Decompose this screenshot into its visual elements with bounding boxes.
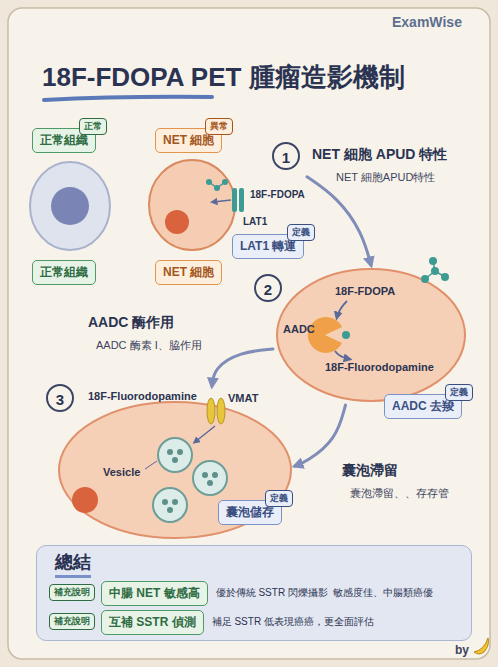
summary-note: 補足 SSTR 低表現癌癌，更全面評估 xyxy=(212,615,374,629)
step-circle: 2 xyxy=(254,274,282,302)
node-text: 總結 xyxy=(55,550,91,578)
normal-cell xyxy=(30,162,110,250)
node-text: 3 xyxy=(48,386,72,414)
node-text: 補充說明 xyxy=(54,586,90,599)
step-note: 囊泡滯留、、存存管 xyxy=(350,486,449,501)
node-text: 定義 xyxy=(270,492,288,505)
tissue-box: 正常組織正常 xyxy=(32,128,96,153)
status-tag: 異常 xyxy=(205,118,233,135)
title-underline xyxy=(44,97,212,100)
node-text: AADC xyxy=(283,323,315,335)
tissue-box: NET 細胞 xyxy=(155,260,222,285)
node-text: 定義 xyxy=(292,226,310,239)
definition-box: 囊泡儲存定義 xyxy=(218,500,282,525)
node-text: 正常組織 xyxy=(40,264,88,281)
node-text: 2 xyxy=(256,276,280,304)
node-text: Vesicle xyxy=(103,466,140,478)
flow-arrow xyxy=(295,405,346,466)
diagram-title: 18F-FDOPA PET 腫瘤造影機制 xyxy=(42,60,405,95)
node-text: 中腸 NET 敏感高 xyxy=(109,585,200,602)
step-circle: 1 xyxy=(272,142,300,170)
step-heading: 囊泡滯留 xyxy=(342,462,398,480)
card xyxy=(8,8,490,659)
flow-arrow xyxy=(307,177,371,265)
node-text: 異常 xyxy=(210,120,228,133)
node-text: 正常 xyxy=(84,120,102,133)
note-tag: 補充說明 xyxy=(49,584,95,601)
summary-note: 優於傳統 SSTR 閃爍攝影 敏感度佳、中腸類癌優 xyxy=(216,586,434,600)
flow-arrow xyxy=(212,349,273,386)
note-tag: 補充說明 xyxy=(49,613,95,630)
step-heading: AADC 酶作用 xyxy=(88,314,174,332)
definition-tag: 定義 xyxy=(445,384,473,401)
node-text: VMAT xyxy=(228,392,258,404)
definition-tag: 定義 xyxy=(265,490,293,507)
summary-box: 互補 SSTR 偵測 xyxy=(101,610,204,635)
node-text: 1 xyxy=(274,144,298,172)
author-mark: by xyxy=(455,643,469,657)
node-text: LAT1 轉運 xyxy=(240,238,296,255)
definition-tag: 定義 xyxy=(287,224,315,241)
step-note: NET 細胞APUD特性 xyxy=(336,170,435,185)
definition-box: AADC 去羧定義 xyxy=(384,394,462,419)
node-text: 補充說明 xyxy=(54,615,90,628)
brand-mark: ExamWise xyxy=(392,14,462,30)
definition-box: LAT1 轉運定義 xyxy=(232,234,304,259)
node-text: NET 細胞 xyxy=(163,264,214,281)
step-heading: NET 細胞 APUD 特性 xyxy=(312,146,447,164)
node-text: 18F-Fluorodopamine xyxy=(88,390,197,402)
banana-icon xyxy=(474,638,489,654)
tissue-box: 正常組織 xyxy=(32,260,96,285)
net-cell: 18F-FDOPA AADC 18F-Fluorodopamine xyxy=(273,265,469,405)
node-text: 18F-FDOPA xyxy=(250,189,305,200)
summary-box: 中腸 NET 敏感高 xyxy=(101,581,208,606)
node-text: AADC 去羧 xyxy=(392,398,454,415)
step-note: AADC 酶素 I、脇作用 xyxy=(96,338,202,353)
step-circle: 3 xyxy=(46,384,74,412)
node-text: 18F-FDOPA xyxy=(335,285,395,297)
node-text: 18F-Fluorodopamine xyxy=(325,361,434,373)
node-text: 定義 xyxy=(450,386,468,399)
node-text: LAT1 xyxy=(243,216,267,227)
node-text: 互補 SSTR 偵測 xyxy=(109,614,196,631)
tissue-box: NET 細胞異常 xyxy=(155,128,222,153)
status-tag: 正常 xyxy=(79,118,107,135)
